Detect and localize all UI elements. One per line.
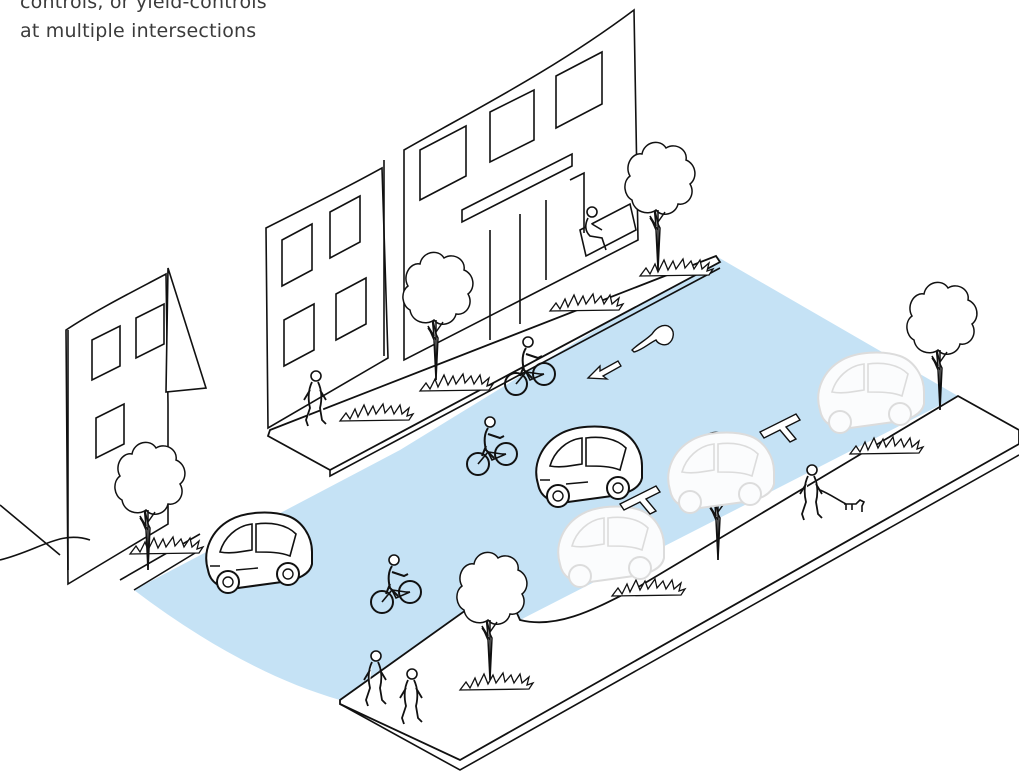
tree-icon xyxy=(625,142,695,270)
building-left xyxy=(66,268,206,584)
car-icon xyxy=(206,513,312,593)
building-middle xyxy=(266,160,388,428)
car-icon xyxy=(536,427,642,507)
ghost-car-icon xyxy=(818,353,924,433)
ghost-car-icon xyxy=(668,433,774,513)
ghost-car-icon xyxy=(558,507,664,587)
